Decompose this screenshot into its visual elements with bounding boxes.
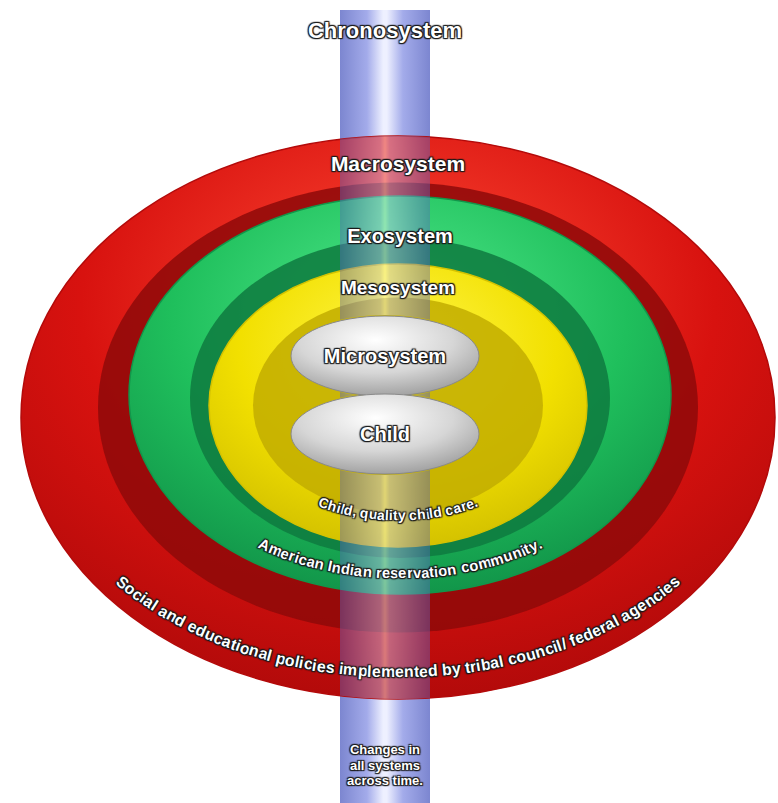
curved-letter: d: [432, 504, 443, 519]
curved-letter: v: [412, 565, 421, 580]
system-description: American Indian reservation community.: [256, 535, 547, 582]
ring-body: [21, 136, 775, 699]
macrosystem-ring: MacrosystemSocial and educational polici…: [20, 135, 776, 700]
curved-letter: r: [406, 565, 412, 580]
ring-inner-wall: [98, 183, 698, 633]
system-title: Chronosystem: [308, 18, 462, 44]
system-title: Macrosystem: [331, 151, 465, 176]
curved-letter: d: [427, 663, 438, 680]
curved-letter: t: [393, 508, 398, 522]
curved-letter: a: [420, 564, 429, 580]
curved-letter: y: [451, 661, 462, 678]
curved-letter: e: [398, 565, 406, 580]
curved-letter: t: [413, 664, 419, 680]
curved-letter: i: [389, 508, 393, 522]
curved-letter: l: [367, 664, 372, 680]
curved-letter: e: [395, 664, 404, 680]
ring-body: [129, 196, 671, 594]
child-blob: Child: [290, 393, 480, 475]
blob-body: [291, 394, 479, 474]
curved-letter: n: [362, 564, 373, 580]
curved-letter: m: [343, 662, 359, 679]
ring-inner-wall: [253, 298, 543, 514]
curved-letter: a: [377, 508, 386, 523]
cylinder-pass-through: [340, 130, 430, 705]
system-description: Child, quality child care.: [316, 494, 483, 524]
curved-letter: n: [404, 664, 414, 680]
curved-letter: c: [409, 508, 418, 522]
curved-letter: n: [446, 561, 457, 577]
system-description: Social and educational policies implemen…: [113, 573, 684, 682]
curved-letter: r: [375, 565, 382, 580]
blob-body: [291, 316, 479, 396]
ring-inner-wall: [190, 238, 610, 558]
curved-letter: s: [325, 659, 336, 676]
curved-letter: y: [397, 508, 405, 522]
mesosystem-ring: MesosystemChild, quality child care.Micr…: [208, 263, 588, 548]
exosystem-ring: ExosystemAmerican Indian reservation com…: [128, 195, 672, 595]
curved-letter: l: [385, 508, 390, 522]
ring-body: [209, 264, 587, 547]
microsystem-blob: Microsystem: [290, 315, 480, 397]
curved-letter: e: [418, 664, 428, 680]
system-title: Mesosystem: [341, 277, 455, 300]
system-label: Microsystem: [324, 344, 446, 368]
system-label: Child: [360, 422, 410, 446]
curved-letter: e: [381, 565, 390, 580]
system-title: Exosystem: [347, 224, 453, 248]
curved-letter: s: [390, 565, 399, 580]
curved-letter: e: [371, 664, 381, 680]
curved-letter: u: [368, 507, 378, 522]
curved-letter: m: [380, 664, 395, 680]
system-description: Changes in all systems across time.: [343, 742, 427, 789]
curved-letter: p: [357, 663, 368, 680]
